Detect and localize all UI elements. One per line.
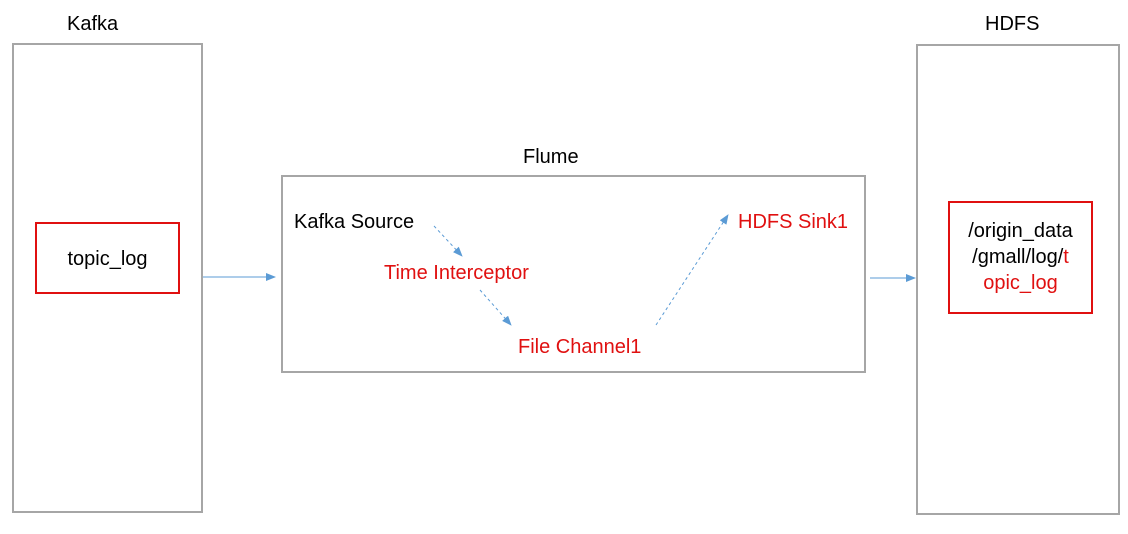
- flume-title: Flume: [523, 146, 579, 168]
- hdfs-path-line1: /origin_data: [968, 220, 1073, 242]
- hdfs-path-line3: opic_log: [983, 272, 1058, 294]
- kafka-title: Kafka: [67, 13, 119, 35]
- file-channel-label: File Channel1: [518, 336, 642, 358]
- topic-log-box: [35, 222, 180, 294]
- hdfs-title: HDFS: [985, 13, 1040, 35]
- hdfs-path-line2-suffix: t: [1063, 246, 1069, 268]
- hdfs-path-box: [948, 201, 1093, 314]
- hdfs-path-line2-prefix: /gmall/log/: [972, 246, 1064, 268]
- flume-panel: [281, 175, 866, 373]
- hdfs-path-line2: /gmall/log/t: [948, 245, 1093, 269]
- channel-to-sink-arrow: [655, 214, 729, 326]
- hdfs-sink-label: HDFS Sink1: [738, 211, 849, 233]
- interceptor-to-channel-arrow: [479, 289, 512, 326]
- source-to-interceptor-arrow: [433, 225, 463, 257]
- topic-log-label: topic_log: [67, 248, 148, 270]
- kafka-source-label: Kafka Source: [294, 211, 415, 233]
- time-interceptor-label: Time Interceptor: [384, 262, 529, 284]
